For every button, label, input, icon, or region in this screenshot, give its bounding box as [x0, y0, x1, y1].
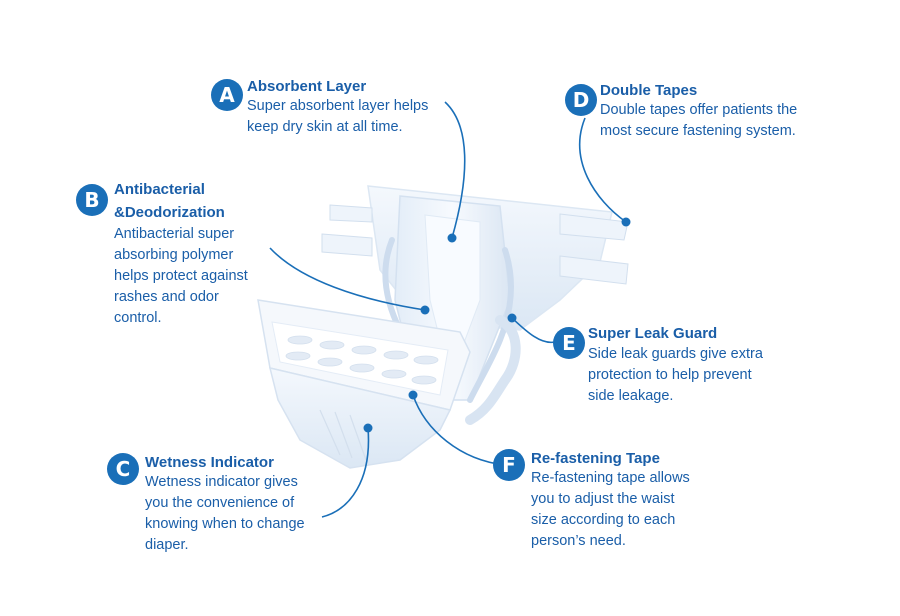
leader-b: [269, 247, 426, 311]
leader-d: [579, 117, 627, 223]
callout-a-title: Absorbent Layer: [247, 78, 367, 95]
callout-b-desc: Antibacterial super absorbing polymer he…: [114, 226, 248, 326]
badge-a: A: [211, 79, 243, 111]
callout-b-title-line1: Antibacterial: [114, 181, 205, 198]
callout-b-title-line2: &Deodorization: [114, 204, 225, 221]
callout-c-title: Wetness Indicator: [145, 454, 274, 471]
callout-f-desc: Re-fastening tape allows you to adjust t…: [531, 470, 690, 549]
absorbent-core-inner: [424, 214, 481, 382]
leader-c: [321, 427, 370, 518]
callout-d-desc: Double tapes offer patients the most sec…: [600, 102, 798, 139]
callout-f-title: Re-fastening Tape: [531, 450, 660, 467]
dot-d: [621, 217, 631, 227]
callout-e-title: Super Leak Guard: [588, 325, 718, 342]
leak-guard-right: [467, 247, 515, 403]
front-lower-body: [268, 366, 452, 469]
dot-f: [408, 390, 418, 400]
landing-zone-pattern: [285, 335, 439, 385]
leader-dots: [363, 217, 631, 433]
tape-left-upper: [329, 204, 373, 223]
callout-d-title: Double Tapes: [600, 82, 698, 99]
leader-a: [444, 101, 466, 239]
dot-a: [447, 233, 457, 243]
callout-e-desc: Side leak guards give extra protection t…: [588, 346, 763, 404]
leader-e: [511, 317, 556, 344]
leader-lines: [269, 101, 627, 518]
landing-zone: [271, 321, 449, 396]
dot-c: [363, 423, 373, 433]
badge-b: B: [76, 184, 108, 216]
tape-left-lower: [321, 233, 373, 257]
callout-c-desc: Wetness indicator gives you the convenie…: [145, 474, 305, 553]
side-ruffle: [465, 315, 521, 425]
dot-b: [420, 305, 430, 315]
dot-e: [507, 313, 517, 323]
wetness-indicator-lines: [319, 409, 367, 461]
badge-e: E: [553, 327, 585, 359]
badge-d: D: [565, 84, 597, 116]
leader-f: [412, 394, 506, 466]
badge-c: C: [107, 453, 139, 485]
tape-right-upper: [559, 213, 629, 241]
badge-f: F: [493, 449, 525, 481]
tape-right-lower: [559, 255, 629, 285]
callout-a-desc: Super absorbent layer helps keep dry ski…: [247, 98, 429, 135]
